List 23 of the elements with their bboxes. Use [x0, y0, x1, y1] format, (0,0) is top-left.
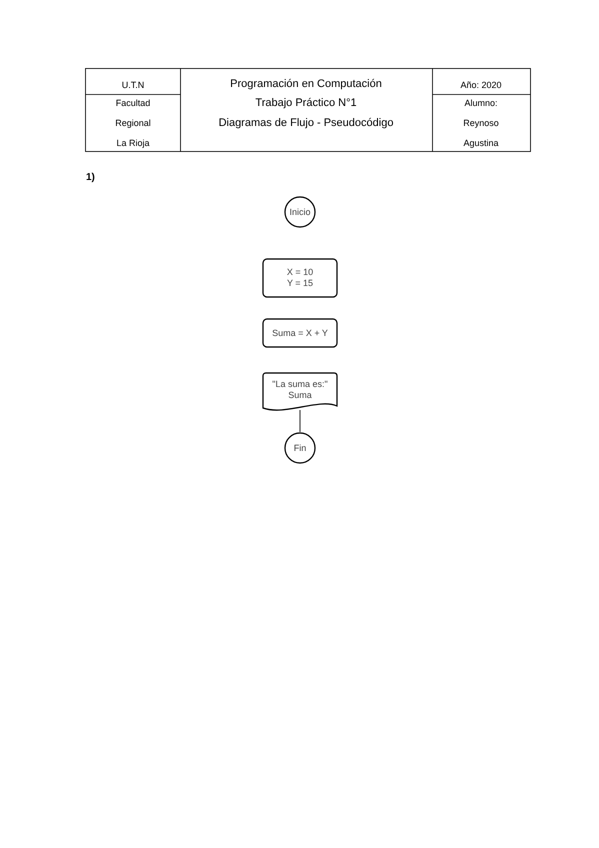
- table-cell-text: Alumno:: [464, 98, 498, 108]
- table-cell-text: Agustina: [463, 138, 499, 148]
- node-text: Fin: [294, 442, 306, 454]
- node-text: "La suma es:": [272, 379, 328, 390]
- table-cell-text: La Rioja: [116, 138, 150, 148]
- table-cell-text: Año: 2020: [460, 80, 502, 90]
- node-text: Inicio: [289, 206, 310, 218]
- question-number: 1): [86, 172, 95, 183]
- node-text: Suma: [288, 390, 312, 401]
- table-cell-text: U.T.N: [122, 80, 144, 90]
- node-text: Y = 15: [286, 278, 314, 289]
- table-cell-text: Reynoso: [463, 118, 499, 128]
- process-box: [262, 258, 338, 298]
- table-cell-text: Trabajo Práctico N°1: [255, 97, 357, 109]
- table-cell-text: Programación en Computación: [230, 78, 382, 90]
- table-cell-text: Diagramas de Flujo - Pseudocódigo: [218, 117, 394, 129]
- process-box: [262, 318, 338, 348]
- terminal-circle: [284, 196, 316, 228]
- terminal-circle: [284, 432, 316, 464]
- table-cell-text: Facultad: [116, 98, 150, 108]
- node-text: Suma = X + Y: [272, 328, 328, 338]
- node-text: X = 10: [286, 267, 314, 278]
- table-cell-text: Regional: [115, 118, 151, 128]
